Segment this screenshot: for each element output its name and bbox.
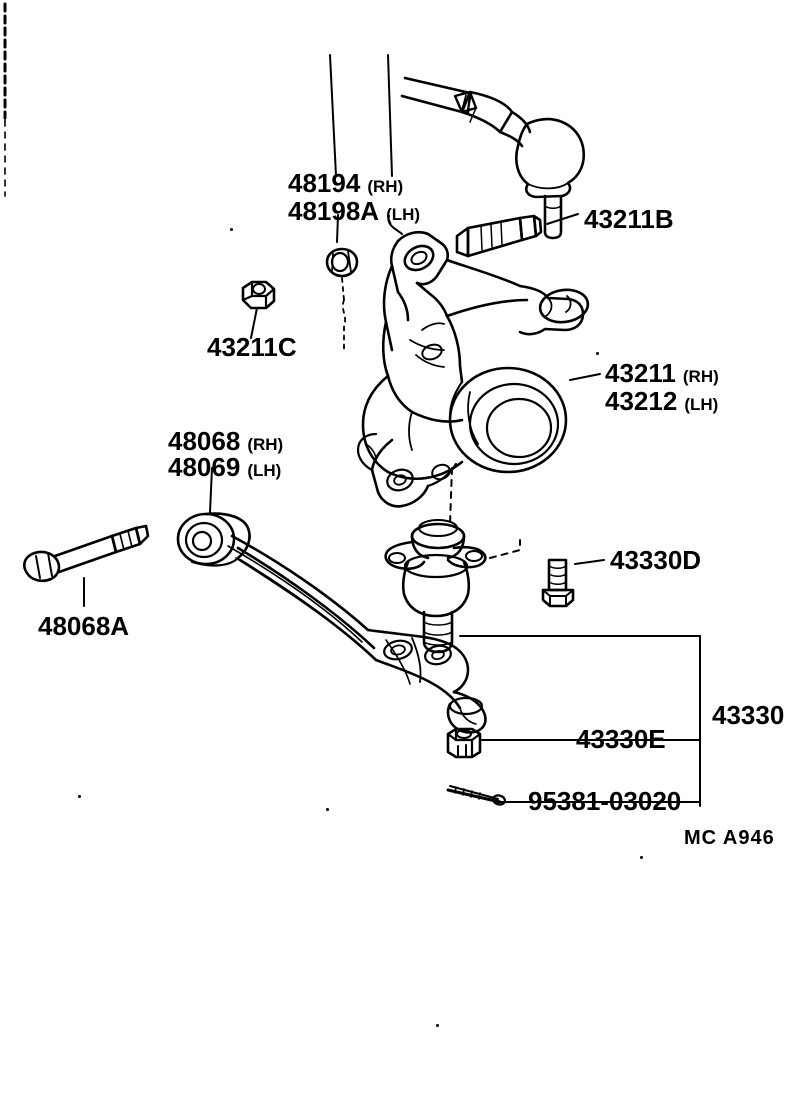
callout-48068a: 48068A xyxy=(38,611,130,641)
callout-48194-side: (RH) xyxy=(367,177,404,196)
callout-95381-03020: 95381-03020 xyxy=(528,786,682,816)
leader-lines xyxy=(83,54,701,807)
callout-48194: 48194 (RH) xyxy=(288,168,403,199)
nut-43211c-part xyxy=(241,280,276,310)
ball-joint-43330-part xyxy=(384,519,487,654)
diagram-reference-code: MC A946 xyxy=(684,827,775,849)
callout-48194-number: 48194 xyxy=(288,168,361,198)
callout-43212-side: (LH) xyxy=(684,395,719,414)
callout-48068-side: (RH) xyxy=(247,435,284,454)
callout-48069: 48069 (LH) xyxy=(168,452,281,483)
steering-knuckle-part xyxy=(356,230,590,508)
callout-48069-side: (LH) xyxy=(247,461,282,480)
lower-control-arm-part xyxy=(176,512,487,734)
callout-48198a-number: 48198A xyxy=(288,196,380,226)
callout-48198a-side: (LH) xyxy=(386,205,421,224)
callout-43211-number: 43211 xyxy=(605,358,676,388)
bolt-48068a-part xyxy=(22,524,150,583)
scan-speck xyxy=(596,352,599,355)
bolt-43211b-part xyxy=(455,214,543,258)
scan-speck xyxy=(640,856,643,859)
tie-rod-end-part xyxy=(400,76,586,240)
callout-43330d: 43330D xyxy=(610,545,702,575)
callout-43212-number: 43212 xyxy=(605,386,678,416)
callout-48068-number: 48068 xyxy=(168,426,241,456)
castle-nut-43330e-part xyxy=(446,727,482,759)
callout-48069-number: 48069 xyxy=(168,452,241,482)
dust-seal-48194-part xyxy=(325,247,359,278)
callout-43330e: 43330E xyxy=(576,724,666,754)
callout-43330: 43330 xyxy=(712,700,785,730)
bolt-43330d-part xyxy=(541,558,575,608)
scan-speck xyxy=(78,795,81,798)
callout-43211-side: (RH) xyxy=(682,367,719,386)
callout-43211: 43211 (RH) xyxy=(605,358,719,389)
scan-speck xyxy=(326,808,329,811)
callout-43212: 43212 (LH) xyxy=(605,386,718,417)
scan-speck xyxy=(436,1024,439,1027)
callout-43211c: 43211C xyxy=(207,332,297,362)
scan-speck xyxy=(230,228,233,231)
callout-48068: 48068 (RH) xyxy=(168,426,283,457)
callout-43211b: 43211B xyxy=(584,204,674,234)
callout-48198a: 48198A (LH) xyxy=(288,196,420,227)
